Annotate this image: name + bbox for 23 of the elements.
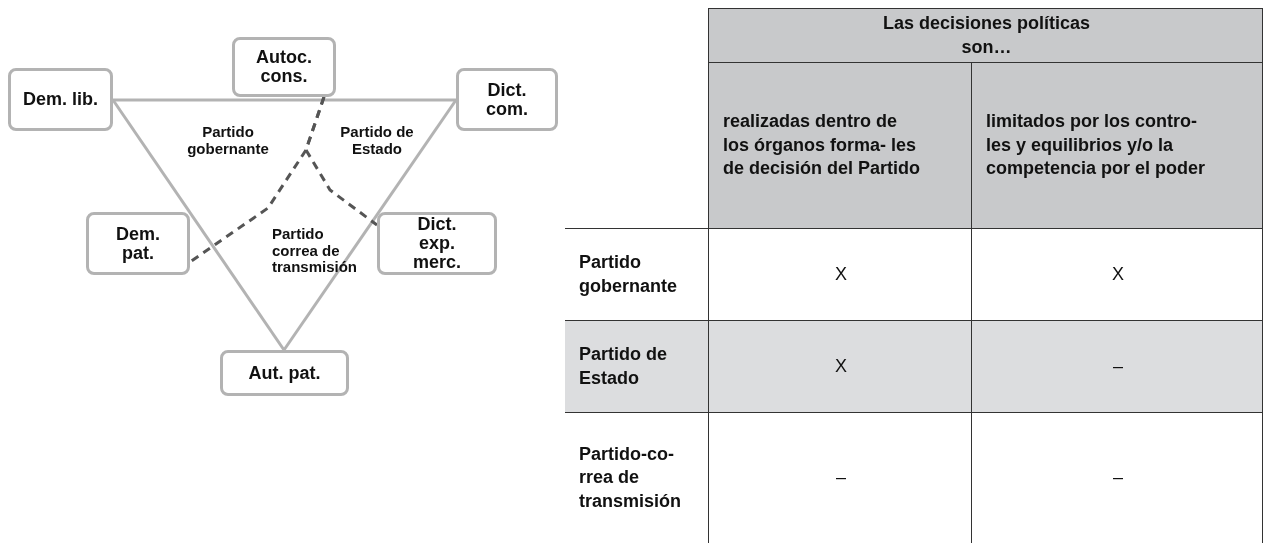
column-header-cell: realizadas dentro de los órganos forma- les de decisión del Partido <box>708 62 971 228</box>
region-label: Partido gobernante <box>186 124 270 157</box>
column-header-cell: limitados por los contro- les y equilibrios y/o la competencia por el poder <box>971 62 1263 228</box>
table-mark-cell: – <box>971 320 1263 412</box>
region-label: Partido de Estado <box>339 124 415 157</box>
table-mark: – <box>971 412 1263 543</box>
type-box: Dict. com. <box>456 68 558 131</box>
type-box: Autoc. cons. <box>232 37 336 97</box>
table-mark: X <box>971 228 1263 320</box>
region-label: Partido correa de transmisión <box>272 226 359 276</box>
triangle-side-line <box>113 98 456 102</box>
type-box: Dict. exp. merc. <box>377 212 497 275</box>
triangle-side-line <box>111 99 286 351</box>
row-heading-cell: Partido de Estado <box>565 320 708 412</box>
table-title-cell: Las decisiones políticas son… <box>708 8 1263 62</box>
dashed-boundary-line <box>304 96 378 227</box>
triangle-side-line <box>282 99 458 351</box>
type-box: Dem. pat. <box>86 212 190 275</box>
type-box: Dem. lib. <box>8 68 113 131</box>
type-box: Aut. pat. <box>220 350 349 396</box>
table-mark: X <box>708 228 971 320</box>
table-mark-cell: X <box>708 320 971 412</box>
table-mark: – <box>708 412 971 543</box>
